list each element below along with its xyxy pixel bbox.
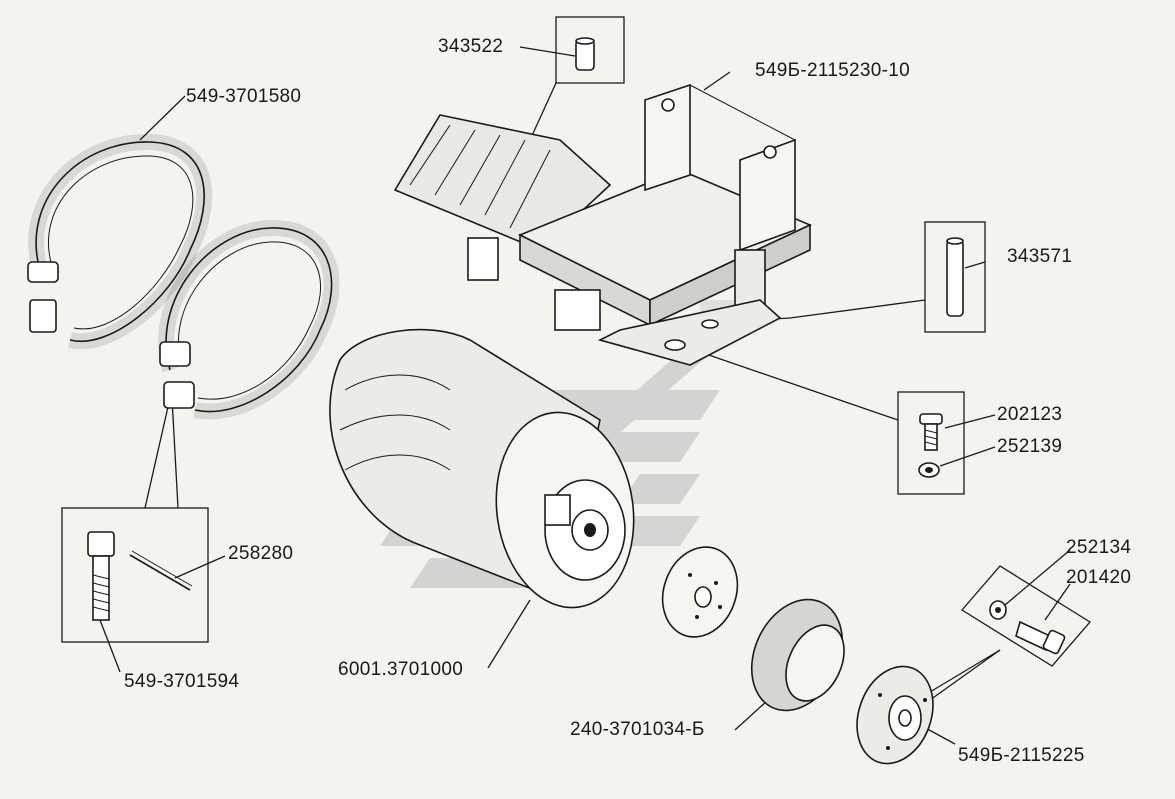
part-252134-washer [989, 600, 1007, 620]
flange-549B-2115225 [856, 665, 934, 765]
frame-258280 [61, 507, 209, 643]
frame-343522 [555, 16, 625, 84]
label-252139: 252139 [997, 436, 1063, 457]
clamp-band-2 [158, 219, 340, 420]
part-343522-pin [575, 37, 595, 71]
label-549-3701594: 549-3701594 [124, 671, 240, 692]
pulley-disc [661, 546, 739, 638]
label-549B-2115230-10: 549Б-2115230-10 [755, 60, 911, 81]
pulley-ring-240-3701034-B [750, 598, 845, 712]
bracket-assembly [393, 83, 812, 366]
leader-lines [99, 46, 1071, 745]
clamp-band-1 [27, 133, 213, 350]
label-549-3701580: 549-3701580 [186, 86, 302, 107]
label-202123: 202123 [997, 404, 1063, 425]
label-549B-2115225: 549Б-2115225 [958, 745, 1085, 766]
part-252139-washer [918, 462, 940, 478]
label-240-3701034-B: 240-3701034-Б [570, 719, 705, 740]
part-202123-bolt [919, 413, 943, 451]
frame-343571 [924, 221, 986, 333]
part-258280-cotter-pin [129, 550, 193, 591]
label-343522: 343522 [438, 36, 504, 57]
callout-frames [61, 16, 1091, 667]
label-258280: 258280 [228, 543, 294, 564]
part-201420-bolt [1015, 620, 1066, 655]
part-549-3701594-bolt [87, 531, 115, 621]
label-252134: 252134 [1066, 537, 1132, 558]
frame-202123 [897, 391, 965, 495]
part-343571-pin [946, 237, 964, 317]
alternator-6001-3701000 [329, 328, 635, 609]
label-201420: 201420 [1066, 567, 1132, 588]
frame-252134 [961, 565, 1091, 667]
label-6001-3701000: 6001.3701000 [338, 659, 464, 680]
label-343571: 343571 [1007, 246, 1073, 267]
